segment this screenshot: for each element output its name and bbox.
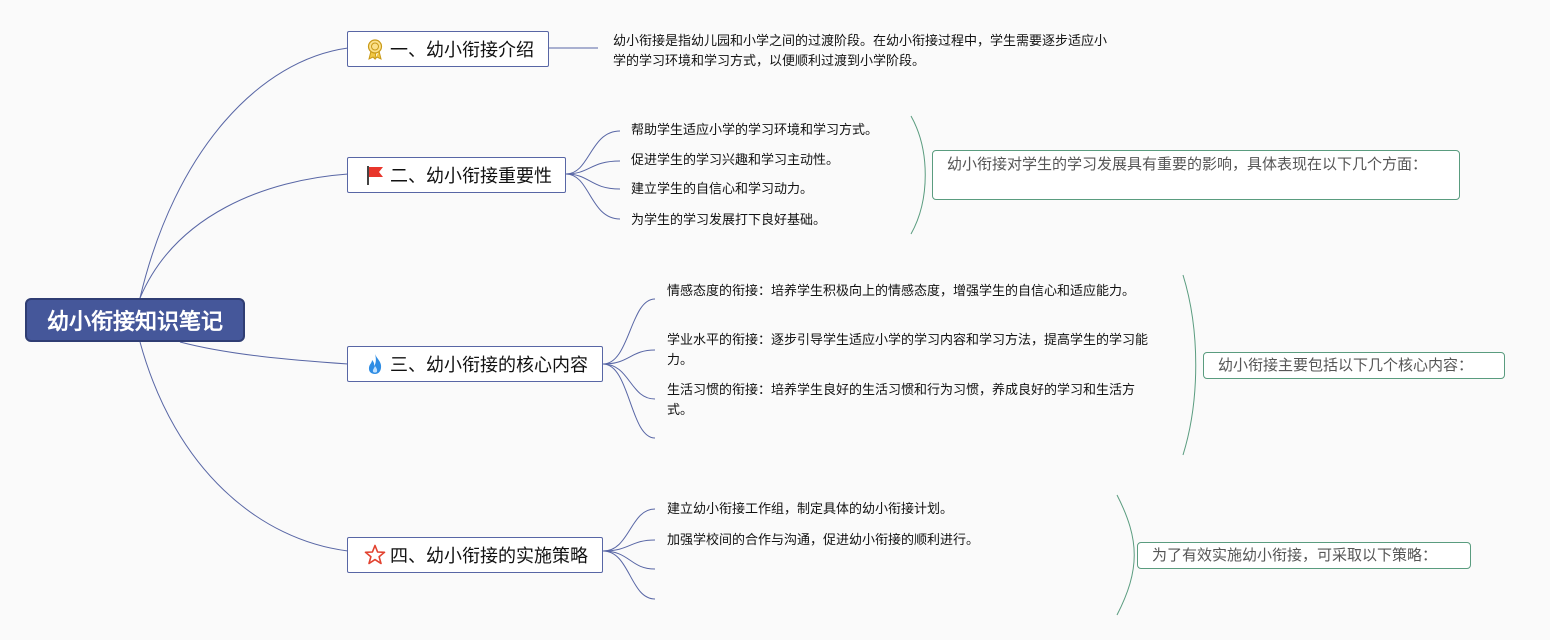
star-outline-icon — [364, 544, 386, 566]
connector-branch-3-leaf-4 — [602, 363, 656, 439]
summary-topic-2[interactable]: 幼小衔接对学生的学习发展具有重要的影响，具体表现在以下几个方面： — [932, 150, 1460, 200]
branch-topic-1-label: 一、幼小衔接介绍 — [390, 40, 534, 61]
branch-topic-3[interactable]: 三、幼小衔接的核心内容 — [347, 346, 603, 382]
root-topic-label: 幼小衔接知识笔记 — [46, 310, 223, 335]
award-ribbon-icon — [364, 38, 386, 60]
red-flag-icon — [364, 164, 386, 186]
branch-topic-2-label: 二、幼小衔接重要性 — [390, 166, 552, 187]
leaf-topic[interactable]: 生活习惯的衔接：培养学生良好的生活习惯和行为习惯，养成良好的学习和生活方式。 — [667, 383, 1136, 418]
connector-branch-4-leaf-4 — [602, 550, 656, 600]
summary-topic-3[interactable]: 幼小衔接主要包括以下几个核心内容： — [1203, 352, 1505, 379]
summary-brace-4 — [1116, 494, 1135, 616]
connector-branch-3-leaf-1 — [602, 298, 656, 365]
connector-branch-4-leaf-3 — [602, 550, 656, 570]
connector-root-branch-2 — [139, 173, 349, 299]
leaf-topic[interactable]: 建立学生的自信心和学习动力。 — [631, 182, 814, 197]
connector-branch-2-leaf-3 — [565, 173, 621, 190]
connector-root-branch-4 — [139, 341, 349, 552]
summary-topic-4[interactable]: 为了有效实施幼小衔接，可采取以下策略： — [1137, 542, 1471, 569]
leaf-topic[interactable]: 促进学生的学习兴趣和学习主动性。 — [631, 153, 840, 168]
connector-branch-2-leaf-1 — [565, 130, 621, 175]
root-topic[interactable]: 幼小衔接知识笔记 — [25, 298, 245, 342]
branch-topic-3-label: 三、幼小衔接的核心内容 — [390, 355, 588, 376]
leaf-topic[interactable]: 帮助学生适应小学的学习环境和学习方式。 — [631, 123, 879, 138]
summary-brace-3 — [1182, 274, 1197, 456]
connector-root-branch-3 — [179, 341, 349, 365]
leaf-topic[interactable]: 学业水平的衔接：逐步引导学生适应小学的学习内容和学习方法，提高学生的学习能力。 — [667, 333, 1149, 368]
leaf-topic[interactable]: 建立幼小衔接工作组，制定具体的幼小衔接计划。 — [667, 502, 954, 517]
summary-topic-4-label: 为了有效实施幼小衔接，可采取以下策略： — [1152, 546, 1438, 564]
connector-root-branch-1 — [139, 47, 349, 299]
summary-topic-2-label: 幼小衔接对学生的学习发展具有重要的影响，具体表现在以下几个方面： — [947, 155, 1428, 173]
branch-topic-1[interactable]: 一、幼小衔接介绍 — [347, 31, 549, 67]
connector-branch-3-leaf-3 — [602, 363, 656, 400]
leaf-topic[interactable]: 情感态度的衔接：培养学生积极向上的情感态度，增强学生的自信心和适应能力。 — [667, 284, 1136, 299]
connector-branch-4-leaf-1 — [602, 508, 656, 552]
branch-topic-2[interactable]: 二、幼小衔接重要性 — [347, 157, 566, 193]
summary-topic-3-label: 幼小衔接主要包括以下几个核心内容： — [1218, 356, 1474, 374]
connector-branch-3-leaf-2 — [602, 349, 656, 365]
connector-branch-2-leaf-2 — [565, 160, 621, 175]
leaf-topic[interactable]: 为学生的学习发展打下良好基础。 — [631, 213, 827, 228]
branch-topic-4[interactable]: 四、幼小衔接的实施策略 — [347, 537, 603, 573]
summary-brace-2 — [910, 115, 926, 235]
leaf-topic[interactable]: 加强学校间的合作与沟通，促进幼小衔接的顺利进行。 — [667, 533, 980, 548]
blue-flame-icon — [364, 353, 386, 375]
connector-branch-2-leaf-4 — [565, 173, 621, 220]
branch-topic-4-label: 四、幼小衔接的实施策略 — [390, 546, 588, 567]
leaf-topic[interactable]: 幼小衔接是指幼儿园和小学之间的过渡阶段。在幼小衔接过程中，学生需要逐步适应小学的… — [613, 34, 1108, 69]
connector-branch-4-leaf-2 — [602, 539, 656, 552]
